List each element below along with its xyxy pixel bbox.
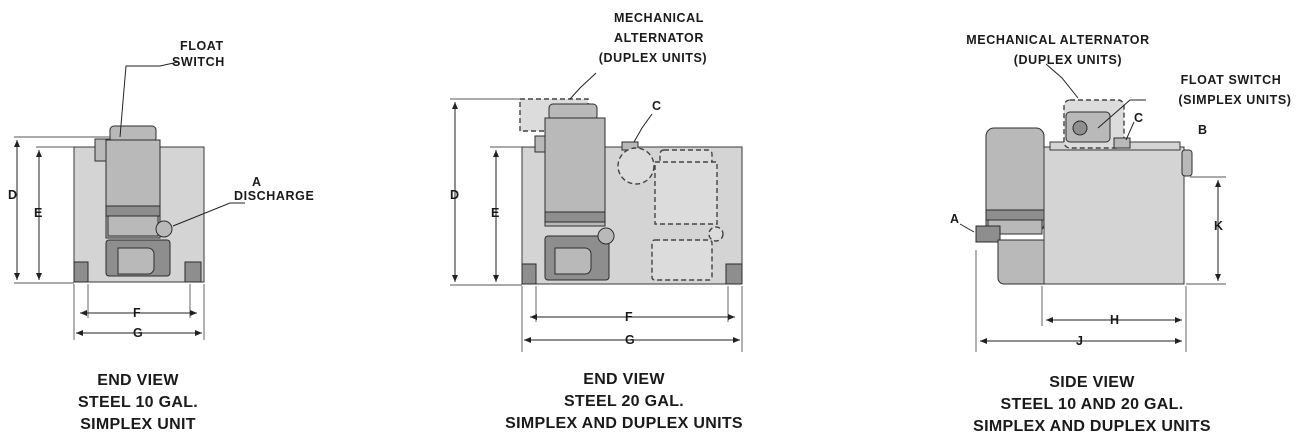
fitting-c: [1113, 137, 1131, 149]
duplex-motor-body: [654, 161, 718, 225]
caption-line-3: SIMPLEX UNIT: [80, 416, 196, 433]
caption-line-1: SIDE VIEW: [1049, 374, 1135, 391]
caption-line-3: SIMPLEX AND DUPLEX UNITS: [973, 418, 1211, 435]
caption-line-3: SIMPLEX AND DUPLEX UNITS: [505, 415, 743, 432]
label-fs-1: FLOAT SWITCH: [1181, 73, 1282, 87]
label-alt-1: MECHANICAL ALTERNATOR: [966, 33, 1149, 47]
discharge-pipe: [975, 225, 1001, 243]
label-h: H: [1110, 313, 1120, 327]
pump-housing: [997, 239, 1045, 285]
motor-body: [544, 117, 606, 227]
label-k: K: [1214, 219, 1224, 233]
label-float: FLOAT: [180, 39, 224, 53]
motor-band-lower: [107, 215, 159, 237]
label-d: D: [8, 188, 18, 202]
duplex-discharge: [708, 226, 724, 242]
caption-line-1: END VIEW: [583, 371, 665, 388]
caption-line-1: END VIEW: [97, 372, 179, 389]
duplex-pump-housing: [651, 239, 713, 281]
tank-foot-right: [184, 261, 202, 283]
motor-band: [544, 211, 606, 223]
discharge-pipe: [155, 220, 173, 238]
tank-foot-left: [521, 263, 537, 285]
label-a: A: [252, 175, 262, 189]
label-alt-2: ALTERNATOR: [614, 31, 704, 45]
fitting-b: [1181, 149, 1193, 177]
discharge-pipe: [597, 227, 615, 245]
label-d: D: [450, 188, 460, 202]
label-a: A: [950, 212, 960, 226]
label-f: F: [133, 306, 141, 320]
label-g: G: [133, 326, 143, 340]
label-f: F: [625, 310, 633, 324]
end-view-20-gal: MECHANICAL ALTERNATOR (DUPLEX UNITS) C D…: [450, 11, 743, 432]
end-view-10-gal: FLOAT SWITCH A DISCHARGE D E F G END VIE…: [8, 39, 314, 433]
caption-line-2: STEEL 10 AND 20 GAL.: [1001, 396, 1184, 413]
label-b: B: [1198, 123, 1208, 137]
pump-volute: [554, 247, 592, 275]
duplex-inlet: [617, 147, 655, 185]
caption-line-2: STEEL 10 GAL.: [78, 394, 198, 411]
label-alt-1: MECHANICAL: [614, 11, 704, 25]
label-switch: SWITCH: [172, 55, 225, 69]
caption-line-2: STEEL 20 GAL.: [564, 393, 684, 410]
label-c: C: [652, 99, 662, 113]
label-alt-2: (DUPLEX UNITS): [1014, 53, 1122, 67]
tank-foot-left: [73, 261, 89, 283]
label-g: G: [625, 333, 635, 347]
label-e: E: [34, 206, 43, 220]
side-view-10-20-gal: MECHANICAL ALTERNATOR (DUPLEX UNITS) FLO…: [950, 33, 1291, 435]
motor-band: [105, 205, 161, 217]
label-c: C: [1134, 111, 1144, 125]
label-j: J: [1076, 334, 1084, 348]
label-e: E: [491, 206, 500, 220]
motor-band: [985, 209, 1045, 221]
pump-volute: [117, 247, 155, 275]
label-fs-2: (SIMPLEX UNITS): [1178, 93, 1291, 107]
label-discharge: DISCHARGE: [234, 189, 314, 203]
tank-body: [1043, 146, 1185, 285]
float-switch-knob: [1072, 120, 1088, 136]
tank-foot-right: [725, 263, 743, 285]
label-alt-3: (DUPLEX UNITS): [599, 51, 707, 65]
